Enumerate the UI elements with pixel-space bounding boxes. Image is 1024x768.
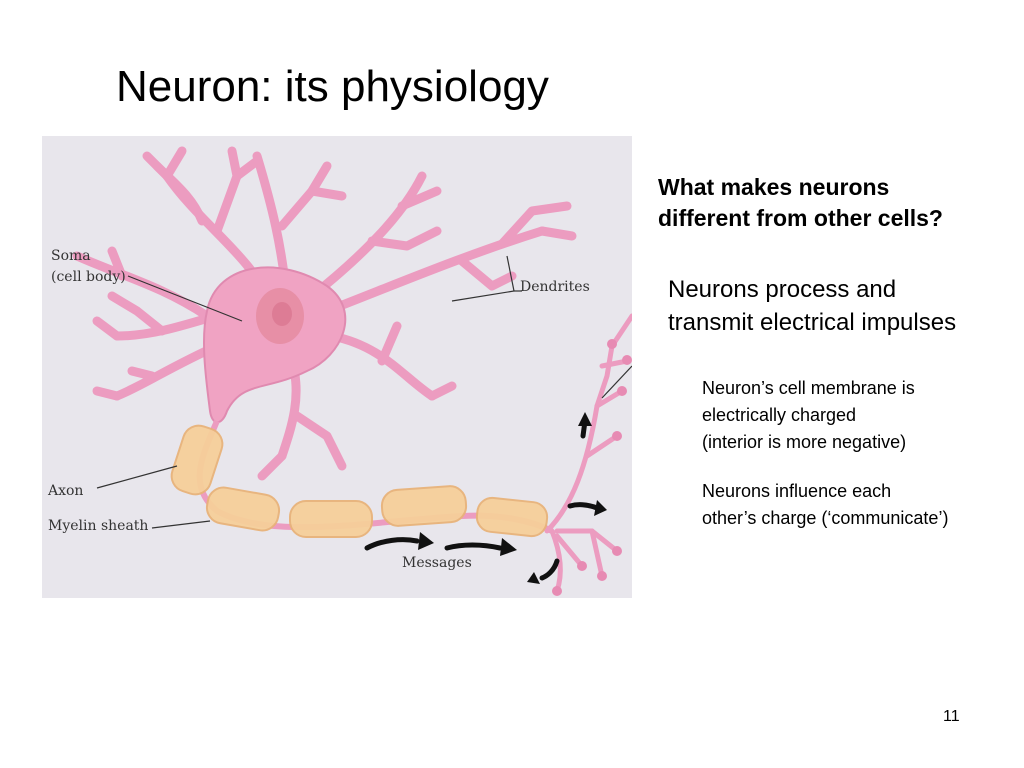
point-process-transmit: Neurons process and transmit electrical … [668,273,1018,339]
point-line: Neurons influence each [702,481,892,501]
point-line: transmit electrical impulses [668,309,957,336]
question-line: What makes neurons [658,174,890,200]
label-myelin-sheath: Myelin sheath [48,518,148,534]
point-line: other’s charge (‘communicate’) [702,508,949,528]
label-soma: Soma [51,248,91,264]
point-line: electrically charged [702,405,857,425]
soma-drawing [203,266,347,424]
label-messages: Messages [402,555,472,571]
question-heading: What makes neurons different from other … [658,172,1018,234]
dendrites-drawing [72,146,577,481]
question-line: different from other cells? [658,205,943,231]
label-dendrites: Dendrites [520,279,590,295]
neuron-diagram: Soma (cell body) Dendrites Axon Myelin s… [47,146,632,596]
axon-drawing [170,419,554,538]
point-line: (interior is more negative) [702,432,907,452]
point-line: Neuron’s cell membrane is [702,378,915,398]
arrow-heads [418,412,607,584]
label-axon: Axon [47,483,83,499]
slide-title: Neuron: its physiology [116,62,549,111]
terminal-buttons [552,339,632,596]
point-communicate: Neurons influence each other’s charge (‘… [702,478,1022,532]
leader-lines [96,255,632,529]
point-line: Neurons process and [668,276,897,303]
page-number: 11 [943,708,960,725]
neuron-illustration: Soma (cell body) Dendrites Axon Myelin s… [42,136,632,598]
point-membrane-charge: Neuron’s cell membrane is electrically c… [702,375,1012,456]
label-cell-body: (cell body) [51,269,126,285]
